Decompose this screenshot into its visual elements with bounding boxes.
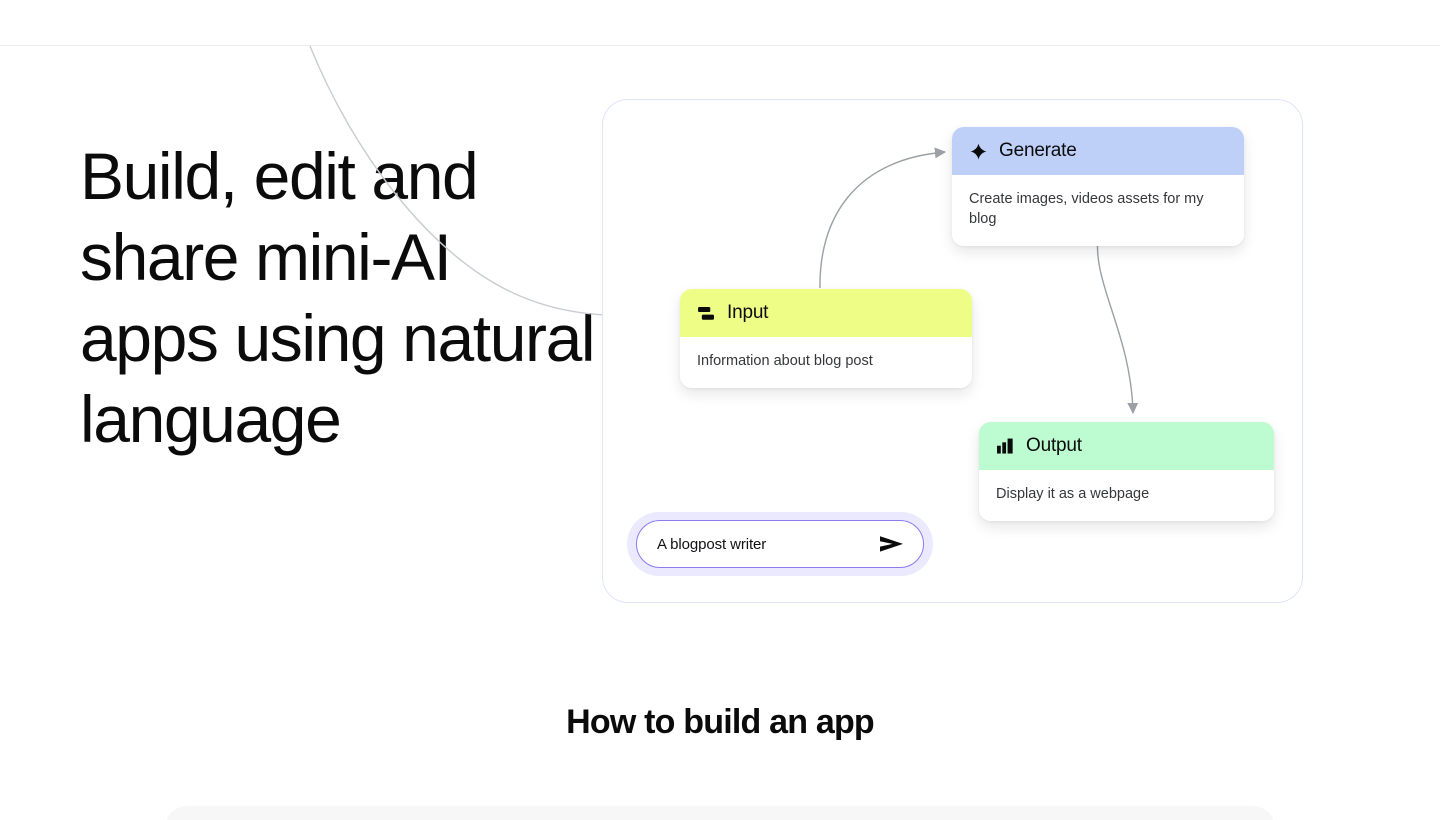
bar-chart-icon: [995, 436, 1015, 456]
node-input[interactable]: Input Information about blog post: [680, 289, 972, 388]
node-generate[interactable]: Generate Create images, videos assets fo…: [952, 127, 1244, 246]
node-output[interactable]: Output Display it as a webpage: [979, 422, 1274, 521]
prompt-halo: A blogpost writer: [627, 512, 933, 576]
node-input-description: Information about blog post: [680, 337, 972, 388]
node-output-title: Output: [1026, 435, 1082, 456]
node-generate-description: Create images, videos assets for my blog: [952, 175, 1244, 246]
prompt-input-pill[interactable]: A blogpost writer: [636, 520, 924, 568]
stacked-bars-icon: [696, 303, 716, 323]
sparkle-icon: [968, 141, 988, 161]
app-flow-canvas: Generate Create images, videos assets fo…: [602, 99, 1303, 603]
node-generate-header: Generate: [952, 127, 1244, 175]
node-output-header: Output: [979, 422, 1274, 470]
section-heading: How to build an app: [566, 703, 875, 741]
header-divider: [0, 45, 1440, 46]
node-input-header: Input: [680, 289, 972, 337]
node-input-title: Input: [727, 302, 769, 323]
send-arrow-icon[interactable]: [879, 535, 905, 553]
node-output-description: Display it as a webpage: [979, 470, 1274, 521]
page-title: Build, edit and share mini-AI apps using…: [80, 139, 596, 456]
prompt-input-value[interactable]: A blogpost writer: [657, 535, 767, 553]
bottom-panel: [165, 806, 1275, 820]
node-generate-title: Generate: [999, 140, 1077, 161]
